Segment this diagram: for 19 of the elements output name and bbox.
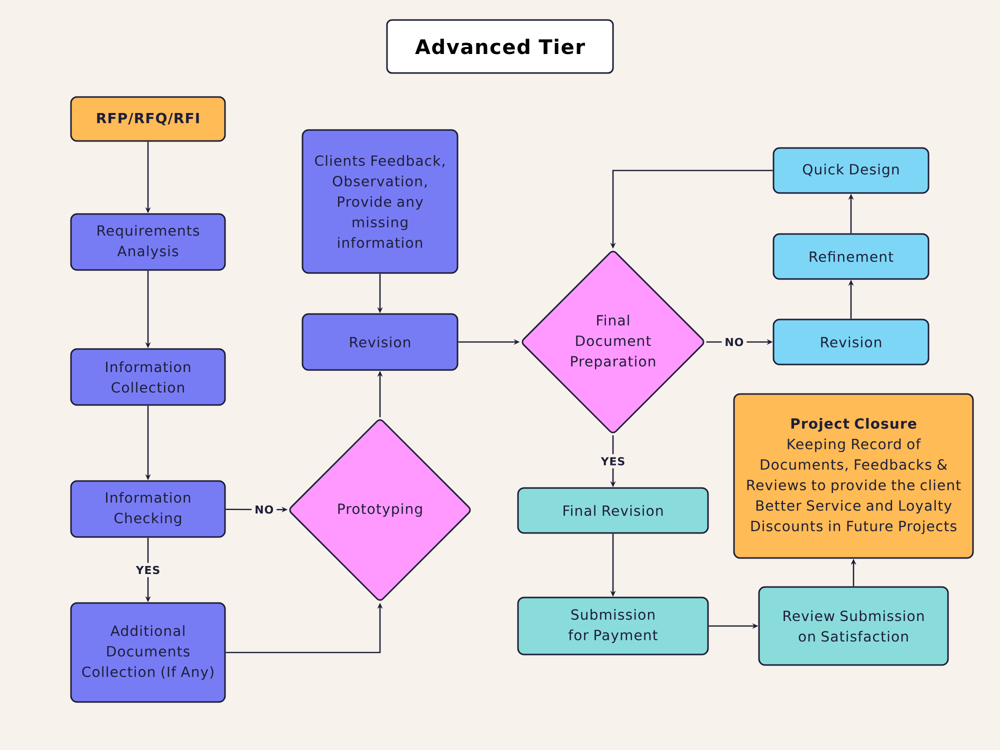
process-box: Revision (302, 313, 458, 371)
process-box: Information Collection (70, 348, 226, 406)
start-box: RFP/RFQ/RFI (70, 96, 226, 142)
process-box: Requirements Analysis (70, 213, 226, 271)
process-box: Review Submission on Satisfaction (758, 586, 949, 666)
edge-label: NO (252, 502, 277, 517)
process-box: Final Revision (517, 487, 709, 534)
process-box: Information Checking (70, 480, 226, 538)
process-box: Clients Feedback, Observation, Provide any missing information (302, 129, 458, 274)
edge-label: YES (598, 454, 628, 468)
end-box: Project Closure Keeping Record of Documents, Feedbacks & Reviews to provide the client Better Service and Loyalty Discounts in Future Projects (733, 393, 974, 559)
edge-label: NO (722, 334, 747, 350)
title: Advanced Tier (386, 19, 614, 74)
process-box: Quick Design (772, 147, 930, 194)
process-box: Refinement (772, 233, 930, 280)
process-box: Submission for Payment (517, 596, 709, 656)
edge-label: YES (132, 562, 164, 578)
process-box: Revision (772, 318, 930, 366)
process-box: Additional Documents Collection (If Any) (70, 602, 226, 703)
